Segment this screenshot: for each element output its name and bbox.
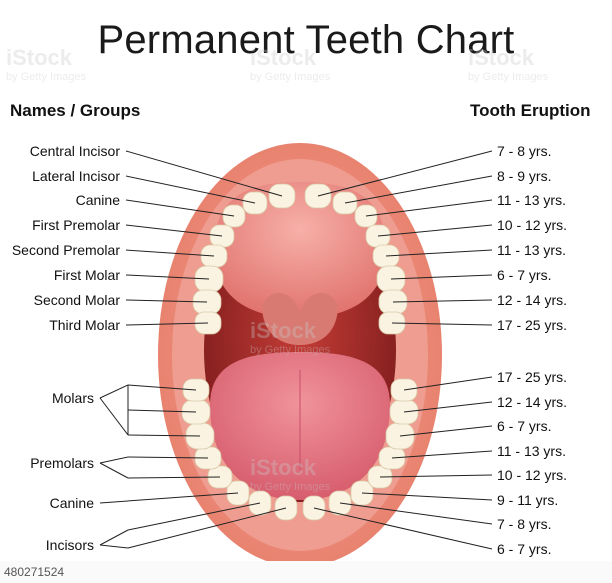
leader-line — [361, 492, 493, 501]
leader-line — [391, 322, 493, 326]
leader-lines — [99, 150, 493, 550]
leader-line — [99, 462, 129, 479]
page-title: Permanent Teeth Chart — [97, 18, 515, 62]
label-group-canine: Canine — [49, 495, 94, 511]
stock-id: 480271524 — [4, 565, 65, 579]
leader-line — [390, 274, 493, 280]
leader-line — [125, 274, 210, 280]
eruption-upper-7: 12 - 14 yrs. — [497, 292, 568, 308]
stock-id-bar: 480271524 — [0, 561, 612, 583]
leader-line — [125, 150, 283, 197]
eruption-upper-1: 7 - 8 yrs. — [497, 143, 552, 159]
leader-line — [127, 476, 221, 479]
eruption-lower-2: 12 - 14 yrs. — [497, 394, 568, 410]
eruption-lower-1: 17 - 25 yrs. — [497, 369, 568, 385]
leader-line — [403, 376, 493, 391]
leader-line — [99, 492, 239, 504]
label-second-premolar: Second Premolar — [11, 242, 120, 258]
label-second-molar: Second Molar — [33, 292, 120, 308]
label-group-incisors: Incisors — [45, 537, 94, 553]
uvula — [262, 292, 338, 345]
eruption-lower-3: 6 - 7 yrs. — [497, 418, 552, 434]
leader-line — [127, 409, 197, 413]
leader-line — [99, 544, 129, 549]
eruption-upper-5: 11 - 13 yrs. — [497, 242, 566, 258]
leader-line — [392, 299, 493, 303]
names-groups-header: Names / Groups — [10, 101, 141, 120]
label-first-molar: First Molar — [53, 267, 120, 283]
eruption-upper-6: 6 - 7 yrs. — [497, 267, 552, 283]
eruption-lower-6: 9 - 11 yrs. — [497, 492, 559, 508]
label-lateral-incisor: Lateral Incisor — [32, 168, 120, 184]
leader-line — [399, 425, 493, 437]
leader-line — [313, 507, 493, 550]
leader-line — [99, 384, 129, 399]
leader-line — [377, 224, 493, 237]
leader-line — [391, 450, 493, 459]
leader-line — [379, 474, 493, 478]
eruption-upper-3: 11 - 13 yrs. — [497, 192, 566, 208]
leader-line — [125, 175, 256, 204]
leader-line — [403, 401, 493, 413]
leader-line — [127, 502, 261, 531]
leader-line — [365, 199, 493, 217]
eruption-lower-4: 11 - 13 yrs. — [497, 443, 566, 459]
leader-line — [344, 175, 493, 204]
leader-line — [99, 529, 129, 546]
leader-line — [127, 456, 209, 459]
tooth-eruption-header: Tooth Eruption — [470, 101, 591, 120]
eruption-lower-7: 7 - 8 yrs. — [497, 516, 552, 532]
palate — [214, 182, 386, 318]
label-third-molar: Third Molar — [49, 317, 120, 333]
label-first-premolar: First Premolar — [32, 217, 120, 233]
label-group-premolars: Premolars — [30, 455, 94, 471]
eruption-lower-5: 10 - 12 yrs. — [497, 467, 568, 483]
leader-line — [125, 199, 235, 217]
leader-line — [99, 456, 129, 464]
eruption-lower-8: 6 - 7 yrs. — [497, 541, 552, 557]
label-central-incisor: Central Incisor — [29, 143, 120, 159]
label-group-molars: Molars — [51, 390, 94, 406]
leader-line — [127, 507, 287, 549]
label-canine-upper: Canine — [75, 192, 120, 208]
leader-line — [127, 384, 197, 391]
leader-line — [125, 224, 223, 237]
leader-line — [317, 150, 493, 197]
leader-line — [99, 397, 129, 436]
leader-line — [125, 322, 209, 326]
leader-line — [125, 249, 215, 257]
eruption-upper-4: 10 - 12 yrs. — [497, 217, 568, 233]
eruption-upper-2: 8 - 9 yrs. — [497, 168, 552, 184]
leader-line — [385, 249, 493, 257]
eruption-upper-8: 17 - 25 yrs. — [497, 317, 568, 333]
leader-line — [127, 434, 201, 437]
leader-line — [339, 502, 493, 525]
leader-line — [125, 299, 208, 303]
